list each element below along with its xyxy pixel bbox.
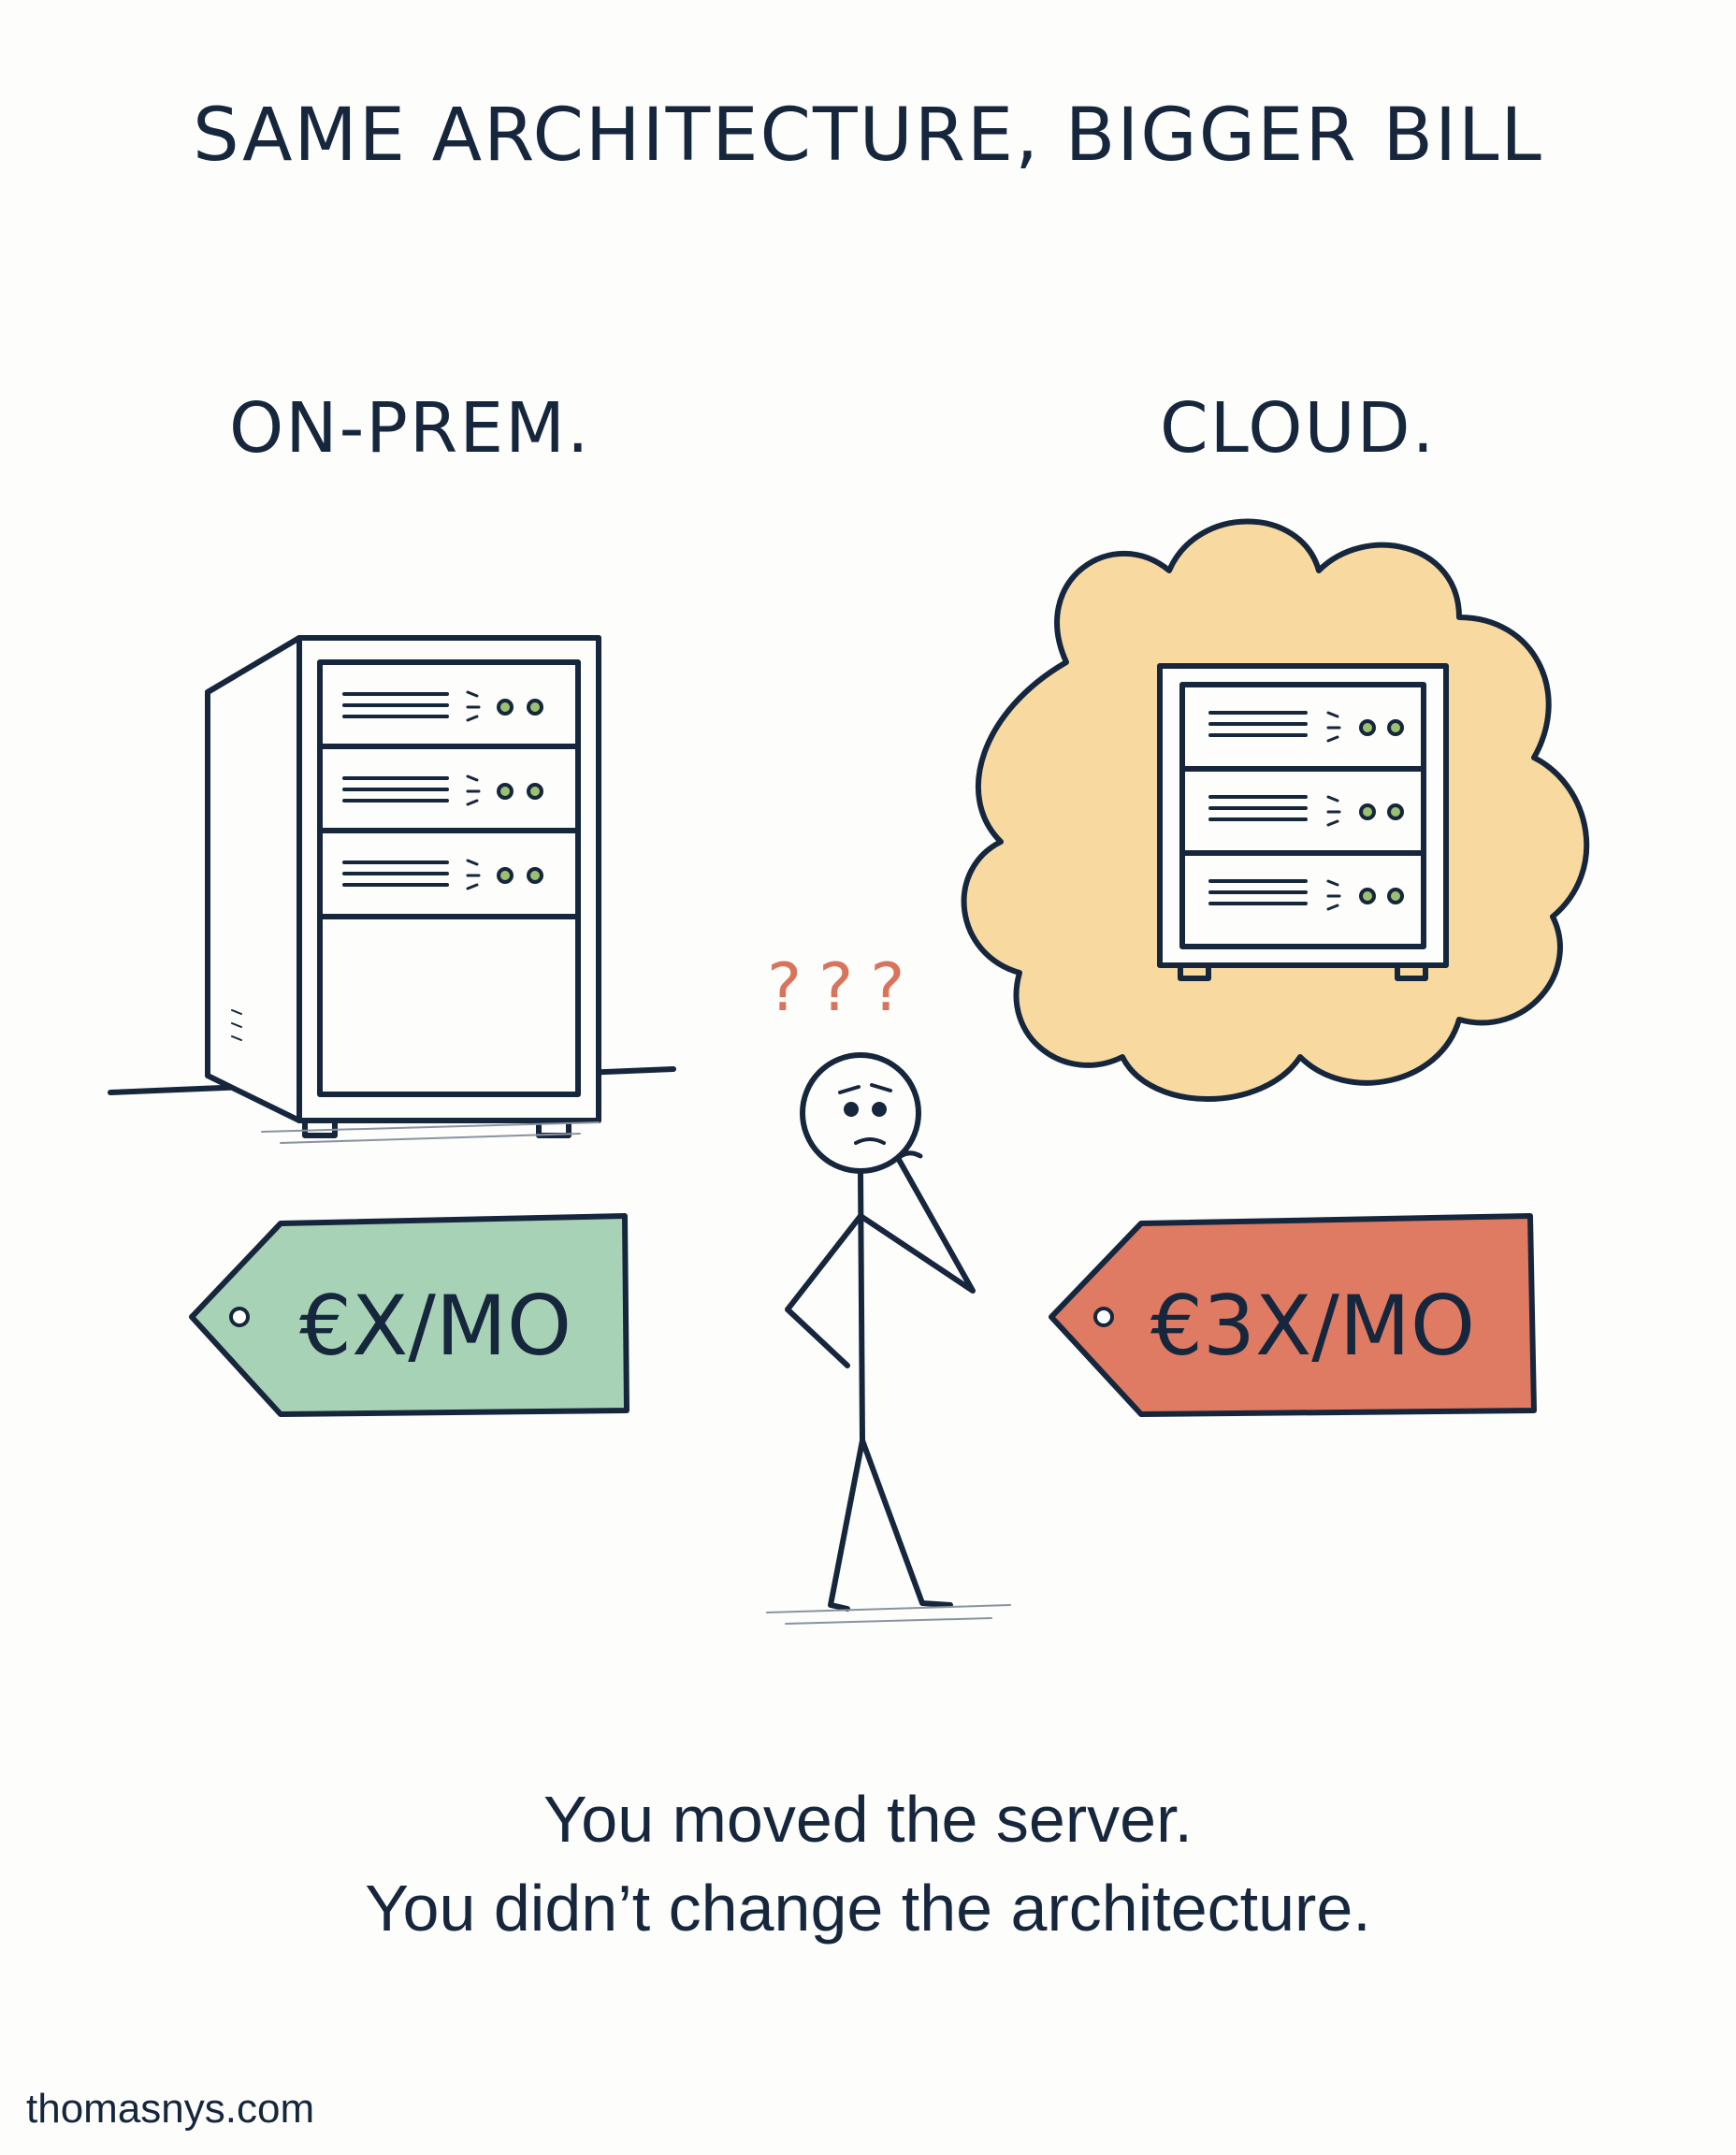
cloud-price-tag: [1049, 1213, 1537, 1417]
on-prem-label: ON-PREM.: [229, 388, 591, 469]
confused-stick-figure-icon: [766, 1052, 1011, 1625]
question-marks-icon: ???: [767, 949, 921, 1026]
cloud-server-icon: [1157, 663, 1449, 981]
on-prem-price-tag: [189, 1213, 629, 1417]
cloud-price-text: €3X/MO: [1150, 1278, 1475, 1374]
caption-line-2: You didn’t change the architecture.: [365, 1872, 1371, 1945]
on-prem-price-text: €X/MO: [299, 1278, 571, 1374]
on-prem-server-rack-icon: [108, 635, 676, 1138]
cloud-label: CLOUD.: [1160, 388, 1437, 469]
footer-site-link[interactable]: thomasnys.com: [26, 2086, 315, 2132]
caption-line-1: You moved the server.: [543, 1783, 1193, 1856]
page-title: SAME ARCHITECTURE, BIGGER BILL: [193, 94, 1543, 178]
